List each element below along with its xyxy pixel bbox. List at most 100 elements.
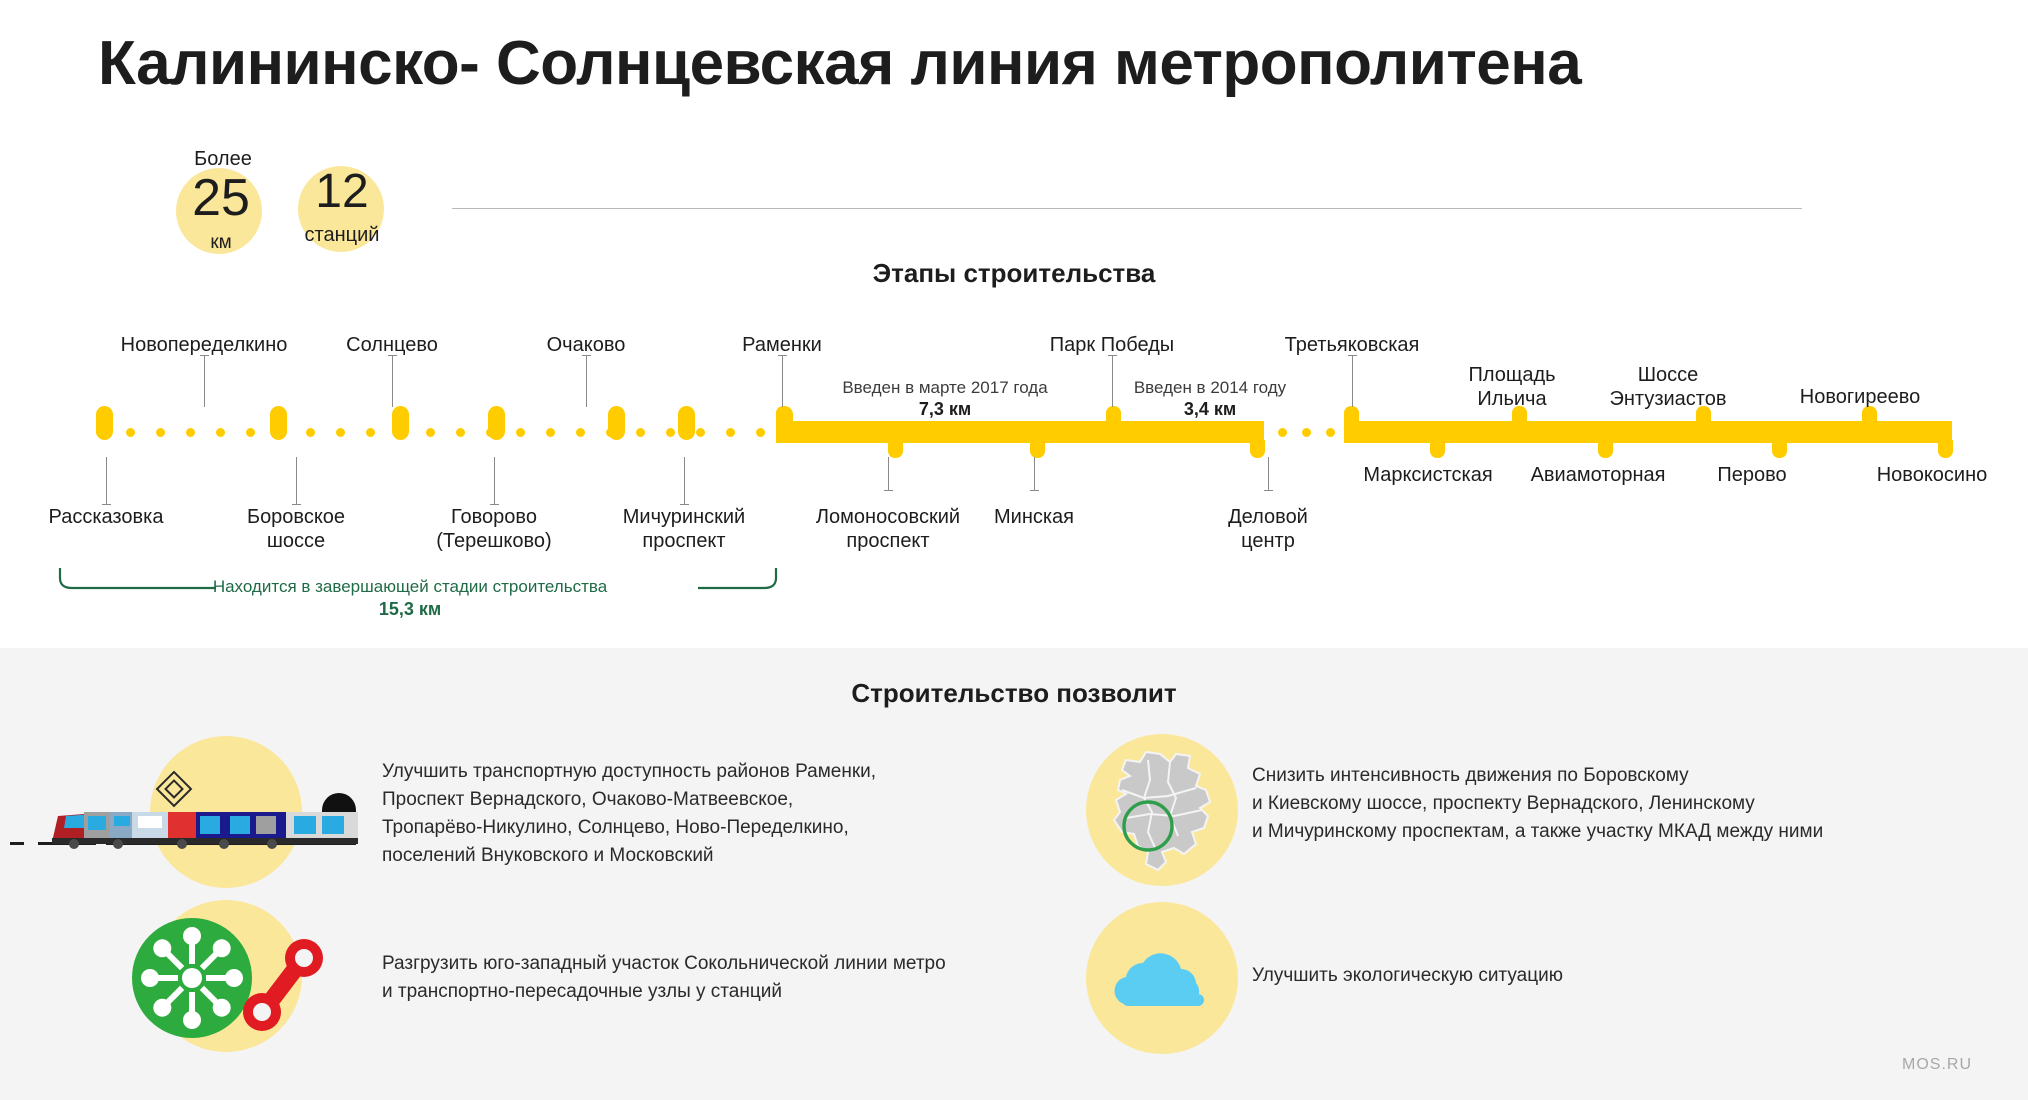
stat-stations-unit: станций <box>304 224 380 246</box>
station-label-line: Шоссе <box>1637 364 1699 386</box>
station-marker <box>1862 406 1877 424</box>
benefit-1-line-2: и Мичуринскому проспектам, а также участ… <box>1252 821 1824 843</box>
phase-note-2014: Введен в 2014 году 3,4 км <box>1112 378 1308 421</box>
benefit-2-line-1: и транспортно-пересадочные узлы у станци… <box>382 981 782 1003</box>
line-dot <box>216 428 225 437</box>
phase-2014-line1: Введен в 2014 году <box>1133 378 1287 397</box>
line-dot <box>696 428 705 437</box>
page-title: Калининско- Солнцевская линия метрополит… <box>98 29 1582 98</box>
station-marker <box>1512 406 1527 424</box>
station-label-line: (Терешково) <box>436 529 552 552</box>
benefit-text-2: Разгрузить юго-западный участок Сокольни… <box>382 950 946 1006</box>
benefit-2-line-0: Разгрузить юго-западный участок Сокольни… <box>382 953 946 974</box>
station-label-line: Мичуринский <box>622 506 746 528</box>
line-dot <box>516 428 525 437</box>
stat-km-unit: км <box>210 232 232 253</box>
benefit-1-line-0: Снизить интенсивность движения по Боровс… <box>1252 765 1689 786</box>
station-leader-line <box>1108 355 1117 407</box>
line-dot <box>636 428 645 437</box>
station-leader-line <box>582 355 591 407</box>
station-marker <box>776 406 791 424</box>
segment-2017 <box>776 421 1112 443</box>
benefits-heading: Строительство позволит <box>851 678 1177 708</box>
station-leader-line <box>292 457 301 505</box>
station-label-top: Новогиреево <box>1760 386 1960 410</box>
station-label-line: Перово <box>1717 464 1787 486</box>
station-leader-line <box>1264 457 1273 491</box>
line-dot <box>1278 428 1287 437</box>
station-label-line: центр <box>1241 529 1295 552</box>
station-leader-line <box>490 457 499 505</box>
line-dot <box>336 428 345 437</box>
station-label-line: Марксистская <box>1363 464 1493 486</box>
station-label-line: Солнцево <box>346 334 438 356</box>
station-label-line: Новогиреево <box>1799 386 1921 408</box>
station-marker <box>1430 440 1445 458</box>
station-label-line: Энтузиастов <box>1609 387 1727 410</box>
under-construction-bracket <box>58 566 778 592</box>
line-dot <box>456 428 465 437</box>
benefit-3-line-0: Улучшить экологическую ситуацию <box>1252 965 1563 986</box>
segment-east <box>1344 421 1952 443</box>
station-marker <box>888 440 903 458</box>
cloud-icon <box>1114 953 1204 1006</box>
line-dot <box>666 428 675 437</box>
station-marker <box>1598 440 1613 458</box>
station-marker <box>1250 440 1265 458</box>
station-marker <box>392 406 409 440</box>
station-label-line: Деловой <box>1228 506 1308 528</box>
station-label-line: Раменки <box>742 334 822 356</box>
station-label-bottom: Марксистская <box>1318 464 1538 488</box>
station-label-line: Очаково <box>546 334 626 356</box>
station-leader-line <box>778 355 787 407</box>
stat-stations-value: 12 <box>315 165 369 218</box>
line-dot <box>1326 428 1335 437</box>
station-label-line: Рассказовка <box>48 506 164 528</box>
station-marker <box>678 406 695 440</box>
benefit-1-line-1: и Киевскому шоссе, проспекту Вернадского… <box>1252 793 1755 815</box>
benefit-0-line-3: поселений Внуковского и Московский <box>382 845 714 867</box>
station-label-top: Солнцево <box>302 334 482 358</box>
phase-2017-line1: Введен в марте 2017 года <box>842 378 1048 397</box>
line-dot <box>546 428 555 437</box>
benefit-0-line-0: Улучшить транспортную доступность районо… <box>382 761 877 782</box>
station-label-line: Боровское <box>246 506 346 528</box>
line-dot <box>366 428 375 437</box>
transport-hub-icon <box>132 918 323 1038</box>
station-label-top: Раменки <box>692 334 872 358</box>
line-dot <box>126 428 135 437</box>
station-label-line: Авиамоторная <box>1530 464 1666 486</box>
station-label-line: проспект <box>642 529 726 552</box>
phase-2017-line2: 7,3 км <box>918 398 972 419</box>
stat-stations-circle <box>298 166 384 252</box>
benefit-text-3: Улучшить экологическую ситуацию <box>1252 962 1563 990</box>
line-dot <box>756 428 765 437</box>
station-label-line: Ильича <box>1477 387 1547 410</box>
station-marker <box>1106 406 1121 424</box>
station-leader-line <box>884 457 893 491</box>
line-dot <box>426 428 435 437</box>
station-marker <box>270 406 287 440</box>
station-marker <box>1696 406 1711 424</box>
station-label-bottom: Перово <box>1677 464 1827 488</box>
benefit-0-line-2: Тропарёво-Никулино, Солнцево, Ново-Перед… <box>382 817 849 839</box>
benefit-text-1: Снизить интенсивность движения по Боровс… <box>1252 762 1823 846</box>
station-label-line: Говорово <box>451 506 537 528</box>
station-label-bottom: Новокосино <box>1822 464 2028 488</box>
line-dot <box>306 428 315 437</box>
header-divider <box>452 208 1802 209</box>
segment-2014 <box>1112 421 1264 443</box>
station-marker <box>608 406 625 440</box>
station-label-line: проспект <box>846 529 930 552</box>
station-label-bottom: Рассказовка <box>0 506 216 530</box>
station-label-top: Новопеределкино <box>74 334 334 358</box>
line-dot <box>246 428 255 437</box>
station-leader-line <box>388 355 397 407</box>
station-label-bottom: Говорово(Терешково) <box>379 506 609 553</box>
